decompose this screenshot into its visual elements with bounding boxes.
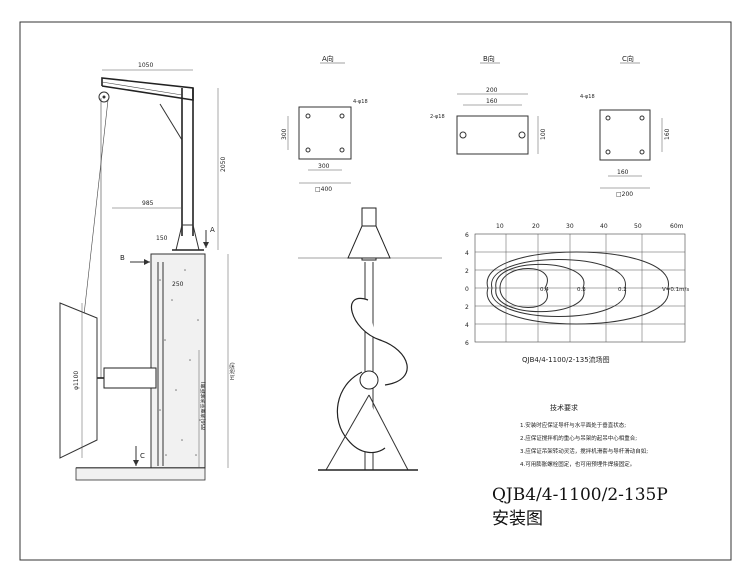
sheet-border xyxy=(19,21,732,561)
propeller xyxy=(59,302,98,459)
x-tick: 20 xyxy=(532,223,540,230)
blade-upper xyxy=(351,297,408,386)
x-tick: 10 xyxy=(496,223,504,230)
jib-inner xyxy=(101,81,183,96)
view-a-title: A向 xyxy=(322,54,334,63)
mixer-motor xyxy=(103,367,157,389)
model-number: QJB4/4-1100/2-135P xyxy=(492,485,668,505)
contour-01 xyxy=(486,251,669,325)
tripod-leg-right xyxy=(368,394,409,471)
view-a-outer: □400 xyxy=(315,186,332,193)
view-b-inner: 160 xyxy=(486,98,498,105)
drawing-name: 安装图 xyxy=(492,509,543,529)
jib-brace xyxy=(159,103,183,141)
contour-04 xyxy=(499,268,548,308)
flow-caption: QJB4/4-1100/2-135流场图 xyxy=(522,355,610,364)
flow-x-ticks: 10 20 30 40 50 60m xyxy=(496,223,684,230)
arrow-c-head xyxy=(133,460,139,466)
dim-diameter: φ1100 xyxy=(73,371,80,390)
x-tick: 60m xyxy=(670,223,684,230)
dim-150: 150 xyxy=(156,235,168,242)
flow-field xyxy=(474,233,686,343)
view-b xyxy=(456,62,539,155)
label-arrow-c: C xyxy=(140,452,145,460)
dim-250: 250 xyxy=(172,281,184,288)
view-c xyxy=(599,62,663,189)
tech-item: 1.安装时应保证导杆与水平面处于垂直状态; xyxy=(520,421,626,429)
flow-velocity-labels: 0.4 0.3 0.2 V=0.1m/s xyxy=(540,287,689,293)
view-a-width: 300 xyxy=(318,163,330,170)
x-tick: 30 xyxy=(566,223,574,230)
label-arrow-a: A xyxy=(210,226,215,234)
view-c-inner: 160 xyxy=(617,169,629,176)
y-tick: 4 xyxy=(465,250,469,257)
dim-2050: 2050 xyxy=(220,157,227,172)
arrow-a-head xyxy=(203,242,209,248)
elevation-view xyxy=(59,69,229,481)
y-tick: 6 xyxy=(465,232,469,239)
jib-arm xyxy=(101,77,194,101)
tech-item: 4.可用膨胀螺栓固定，也可用预埋件焊接固定。 xyxy=(520,460,635,468)
view-c-side: 160 xyxy=(664,128,671,140)
tech-title: 技术要求 xyxy=(550,403,578,412)
view-a xyxy=(287,62,352,184)
y-tick: 4 xyxy=(465,322,469,329)
tech-item: 3.应保证吊架转动灵活，搅拌机滑套与导杆滑动自如; xyxy=(520,447,648,455)
y-tick: 2 xyxy=(465,268,469,275)
label-arrow-b: B xyxy=(120,254,125,262)
view-b-outer: 200 xyxy=(486,87,498,94)
concrete-hatch xyxy=(159,269,201,456)
y-tick: 2 xyxy=(465,304,469,311)
velocity-label: 0.2 xyxy=(618,287,627,293)
hub xyxy=(359,370,379,390)
pulley-hub xyxy=(102,95,106,99)
view-a-side: 300 xyxy=(281,128,288,140)
contour-02 xyxy=(491,259,626,317)
label-depth: H(池深) xyxy=(229,362,236,380)
view-c-outer: □200 xyxy=(616,191,633,198)
side-base xyxy=(347,225,391,259)
velocity-label: V=0.1m/s xyxy=(662,287,689,293)
pulley xyxy=(98,91,110,103)
x-tick: 40 xyxy=(600,223,608,230)
dim-985: 985 xyxy=(142,200,154,207)
velocity-label: 0.4 xyxy=(540,287,549,293)
dim-1050: 1050 xyxy=(138,62,153,69)
y-tick: 6 xyxy=(465,340,469,347)
tech-item: 2.应保证搅拌机的重心与吊架的起吊中心相重合; xyxy=(520,434,637,442)
contour-03 xyxy=(495,263,585,313)
arrow-b-head xyxy=(144,259,150,265)
view-a-plate xyxy=(298,106,352,160)
view-c-holes: 4-φ18 xyxy=(580,94,595,100)
column-base xyxy=(175,224,200,251)
view-b-height: 100 xyxy=(540,128,547,140)
view-b-plate xyxy=(456,115,529,155)
view-a-holes: 4-φ18 xyxy=(353,99,368,105)
view-b-holes: 2-φ18 xyxy=(430,114,445,120)
side-view xyxy=(298,207,442,471)
velocity-label: 0.3 xyxy=(577,287,586,293)
x-tick: 50 xyxy=(634,223,642,230)
view-c-title: C向 xyxy=(622,54,634,63)
view-b-title: B向 xyxy=(483,54,495,63)
flow-y-ticks: 6 4 2 0 2 4 6 xyxy=(465,232,469,347)
view-c-plate xyxy=(599,109,651,161)
label-install: 856(液面至池底距离) xyxy=(200,382,207,430)
floor-slab xyxy=(75,467,206,481)
tripod-leg-left xyxy=(325,394,370,471)
blade-lower xyxy=(336,371,386,454)
y-tick: 0 xyxy=(465,286,469,293)
